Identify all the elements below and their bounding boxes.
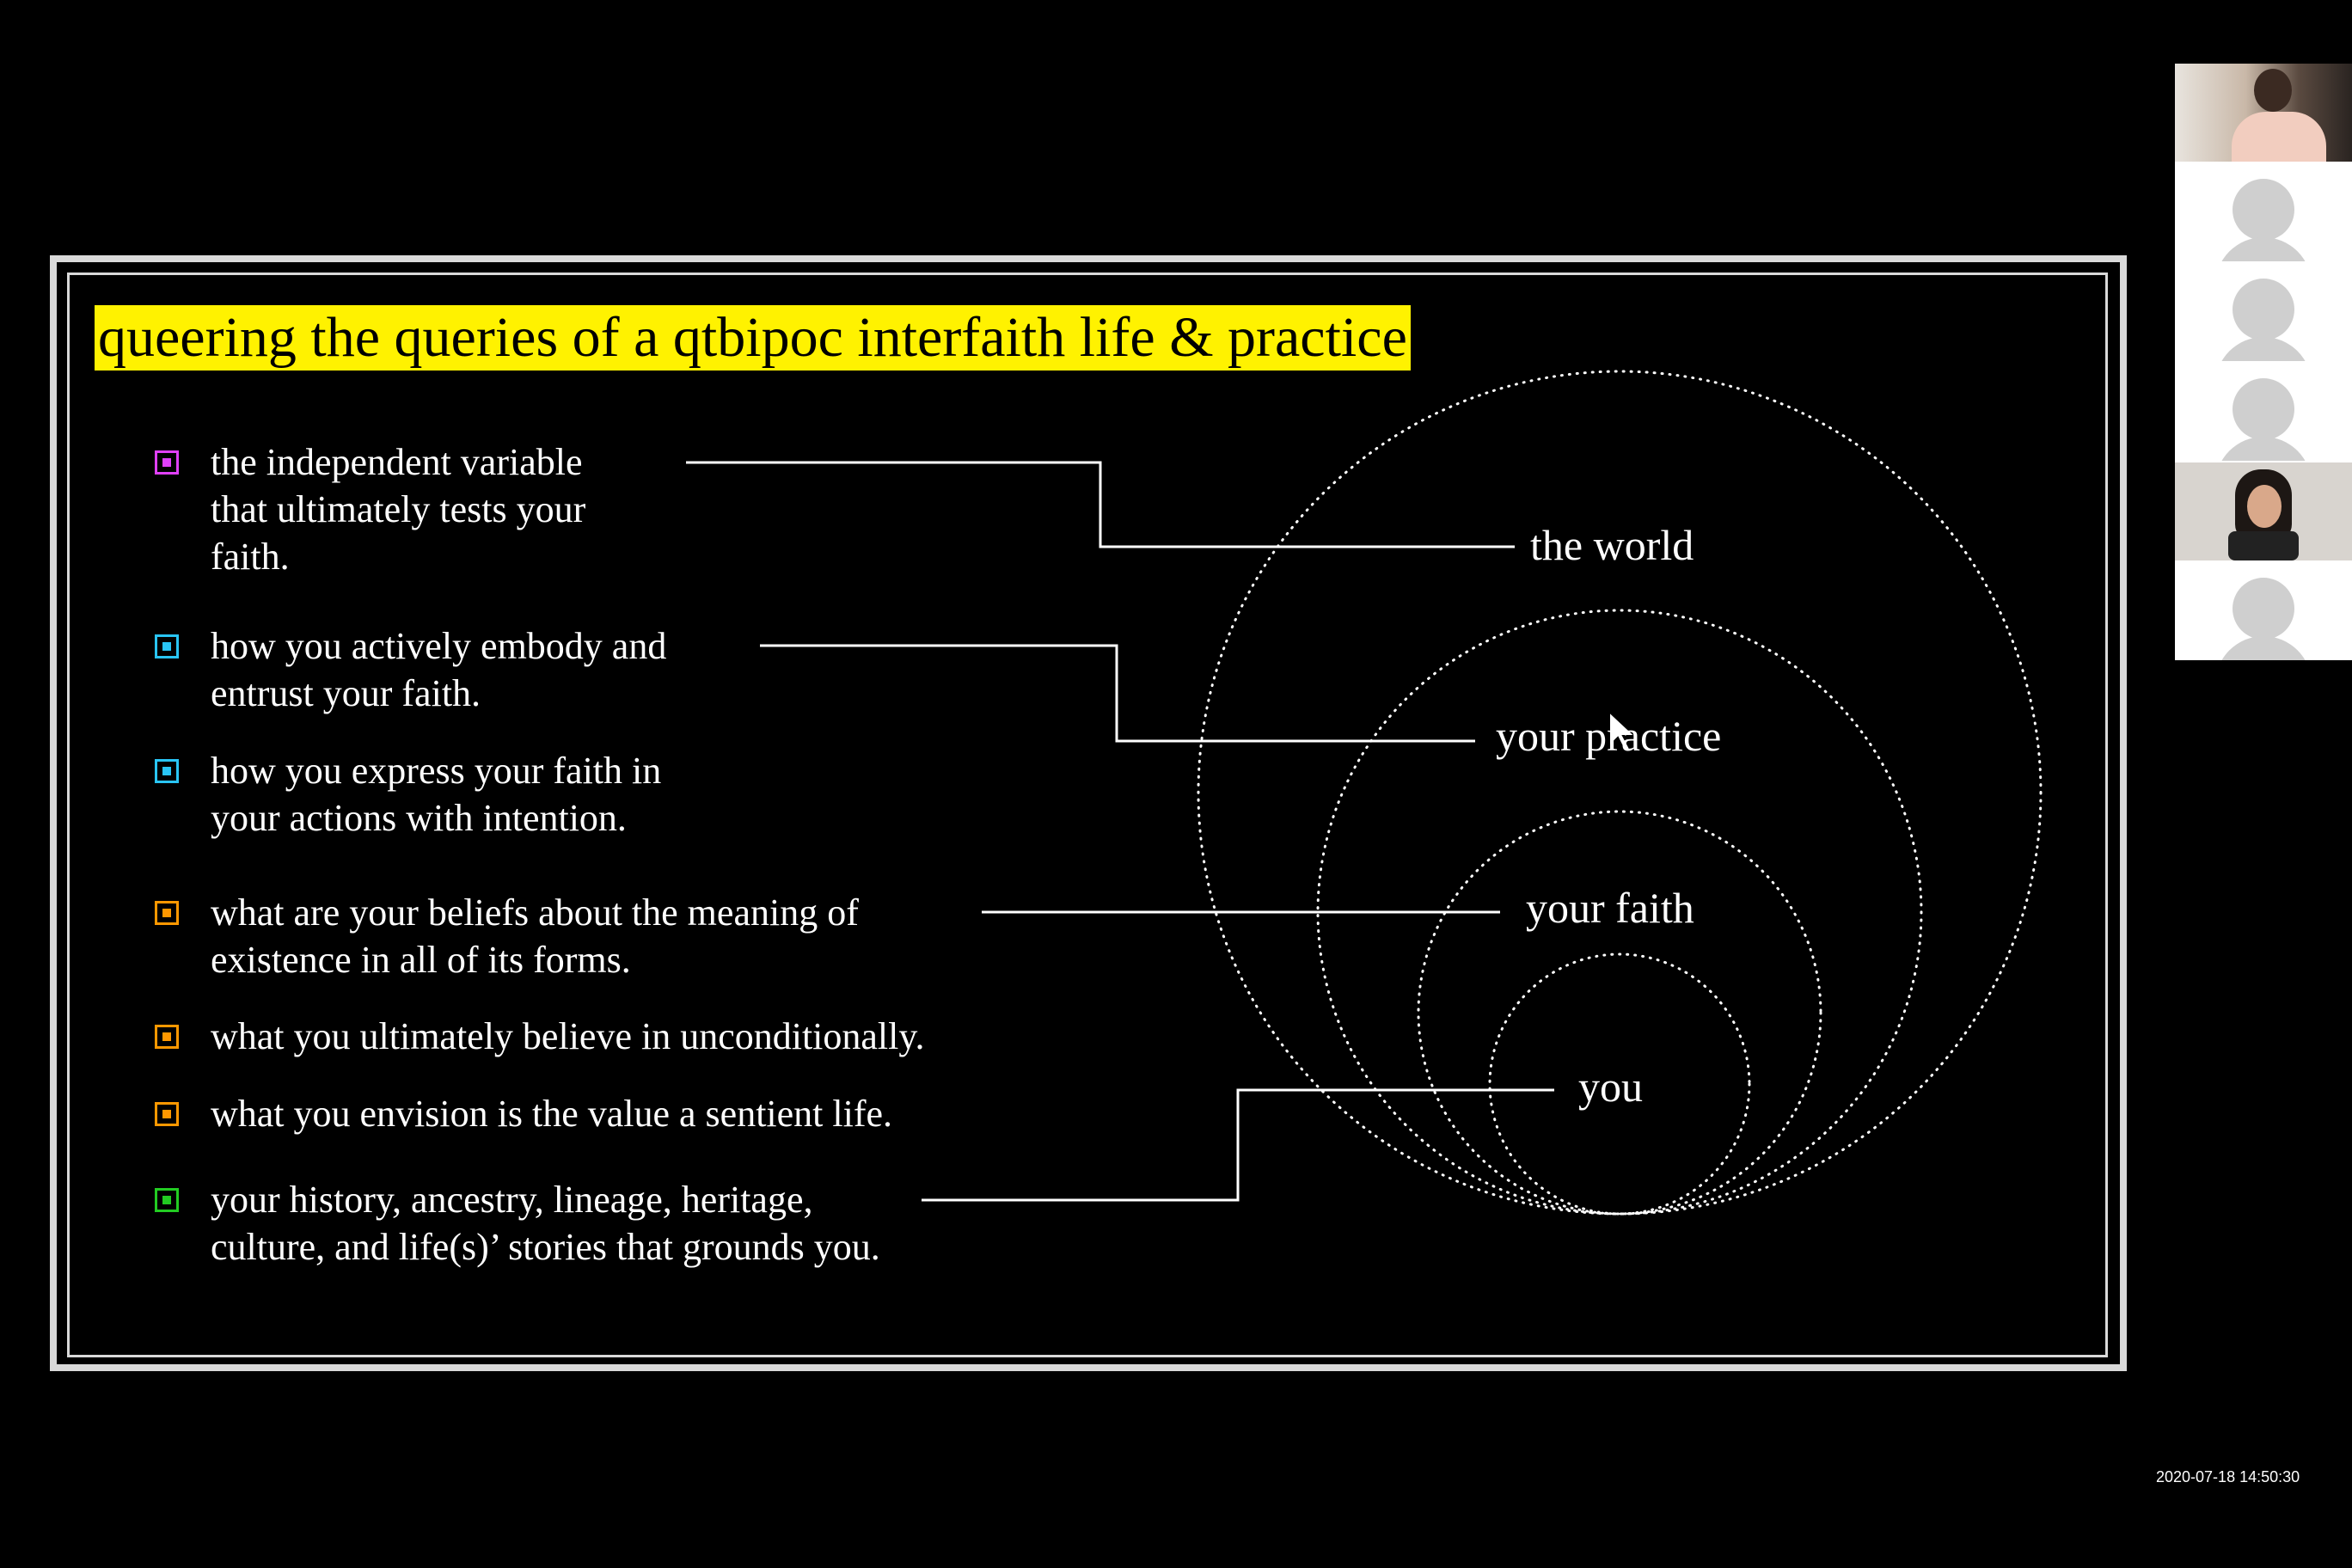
circle-your-faith xyxy=(1417,810,1822,1216)
person-head xyxy=(2254,69,2292,112)
label-your-faith: your faith xyxy=(1526,884,1694,932)
circle-the-world xyxy=(1197,370,2043,1216)
label-you: you xyxy=(1578,1063,1643,1111)
bullet-line: faith. xyxy=(211,536,290,578)
person-body xyxy=(2232,112,2326,162)
user-avatar-icon xyxy=(2233,578,2294,640)
participant-avatar-tile[interactable] xyxy=(2175,263,2352,361)
mouse-cursor-icon xyxy=(1608,709,1638,753)
user-avatar-icon xyxy=(2233,378,2294,440)
bullet-line: entrust your faith. xyxy=(211,672,481,714)
slide-title: queering the queries of a qtbipoc interf… xyxy=(95,305,1411,371)
participant-avatar-tile[interactable] xyxy=(2175,562,2352,660)
bullet-square-icon xyxy=(155,1102,179,1126)
connector-line-you xyxy=(922,1088,1554,1202)
label-your-practice: your practice xyxy=(1496,712,1722,760)
bullet-square-icon xyxy=(155,759,179,783)
connector-line-practice xyxy=(760,644,1475,743)
user-avatar-icon xyxy=(2233,279,2294,340)
slide-inner-border xyxy=(67,273,2108,1357)
bullet-line: how you actively embody and xyxy=(211,625,667,667)
bullet-line: culture, and life(s)’ stories that groun… xyxy=(211,1226,880,1268)
slide-frame xyxy=(50,255,2127,1371)
circle-your-practice xyxy=(1316,609,1923,1216)
user-avatar-icon xyxy=(2233,179,2294,241)
participant-avatar-tile[interactable] xyxy=(2175,163,2352,261)
participant-video-tile[interactable] xyxy=(2175,64,2352,162)
recording-timestamp: 2020-07-18 14:50:30 xyxy=(2156,1468,2300,1485)
camera-icon xyxy=(2228,531,2299,560)
person-face xyxy=(2247,485,2282,528)
bullet-square-icon xyxy=(155,901,179,925)
bullet-line: what are your beliefs about the meaning … xyxy=(211,891,859,934)
bullet-line: what you ultimately believe in unconditi… xyxy=(211,1015,925,1057)
participants-strip xyxy=(2175,64,2352,660)
bullet-line: existence in all of its forms. xyxy=(211,939,631,981)
participant-avatar-tile[interactable] xyxy=(2175,363,2352,461)
bullet-line: that ultimately tests your xyxy=(211,488,586,530)
bullet-line: your actions with intention. xyxy=(211,797,627,839)
circle-you xyxy=(1488,952,1751,1216)
bullet-line: your history, ancestry, lineage, heritag… xyxy=(211,1179,813,1221)
bullet-line: what you envision is the value a sentien… xyxy=(211,1093,893,1135)
participant-video-tile[interactable] xyxy=(2175,462,2352,560)
bullet-line: how you express your faith in xyxy=(211,750,662,792)
bullet-square-icon xyxy=(155,634,179,658)
bullet-square-icon xyxy=(155,1025,179,1049)
bullet-square-icon xyxy=(155,1188,179,1212)
connector-line-world xyxy=(686,461,1515,548)
bullet-square-icon xyxy=(155,450,179,475)
bullet-line: the independent variable xyxy=(211,441,583,483)
label-the-world: the world xyxy=(1530,521,1694,569)
